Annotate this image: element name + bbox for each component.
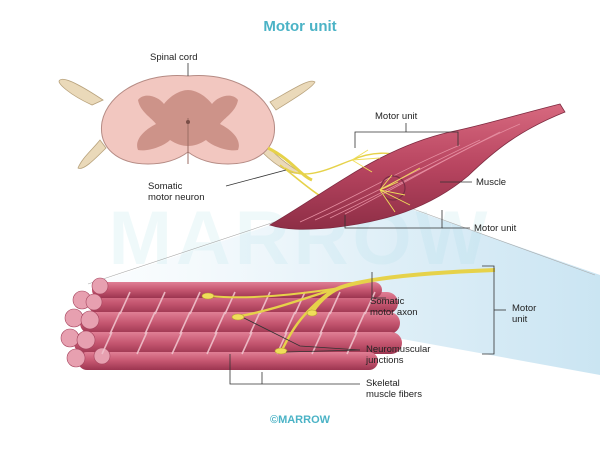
leader-skeletal-fibers xyxy=(229,354,360,385)
leader-neuromuscular-junctions xyxy=(243,317,361,351)
fiber-ends xyxy=(60,277,111,368)
label-somatic-motor-neuron: Somatic motor neuron xyxy=(148,181,205,203)
fiber-stripes xyxy=(101,291,376,355)
label-motor-unit-top: Motor unit xyxy=(375,111,418,122)
nerve-root-left xyxy=(58,78,104,106)
label-spinal-cord: Spinal cord xyxy=(150,52,198,63)
leader-somatic-motor-neuron xyxy=(225,169,287,187)
muscle-fascicle-1 xyxy=(299,144,461,223)
axon-branch-2 xyxy=(280,291,331,351)
central-canal xyxy=(186,120,190,124)
muscle-whole xyxy=(269,103,566,230)
copyright-marrow: ©MARROW xyxy=(269,414,331,426)
spinal-nerve xyxy=(267,146,313,182)
nerve-root-left-lower xyxy=(77,139,107,169)
neuromuscular-junction xyxy=(201,292,215,300)
nerve-root-right xyxy=(269,80,316,111)
label-muscle: Muscle xyxy=(476,177,507,188)
label-somatic-motor-axon: Somatic motor axon xyxy=(370,296,418,318)
muscle-fascicle-3 xyxy=(329,131,501,219)
neuromuscular-junction xyxy=(231,313,245,321)
leader-neuromuscular-junctions-2 xyxy=(285,349,361,353)
muscle-fascicle-4 xyxy=(344,123,521,215)
axon-branches xyxy=(351,149,421,213)
axon-branch-3 xyxy=(209,287,341,299)
motor-unit-highlight xyxy=(380,175,406,201)
label-motor-unit-right: Motor unit xyxy=(474,223,517,234)
bracket-motor-unit-top xyxy=(354,131,459,148)
muscle-belly xyxy=(269,103,566,230)
label-neuromuscular-junctions: Neuromuscular junctions xyxy=(366,344,431,366)
neuromuscular-junction xyxy=(306,309,318,317)
fiber-bundle xyxy=(60,277,402,370)
callout-cone xyxy=(95,184,600,375)
label-motor-unit-bracket: Motor unit xyxy=(512,303,537,325)
muscle-fiber xyxy=(78,352,378,370)
muscle-fiber xyxy=(80,312,400,334)
callout-line-right xyxy=(404,205,596,276)
spinal-cord xyxy=(58,74,316,174)
diagram-title: Motor unit xyxy=(263,18,337,35)
label-skeletal-muscle-fibers: Skeletal muscle fibers xyxy=(366,378,422,400)
neuromuscular-junction xyxy=(274,347,288,355)
bracket-motor-unit-lower xyxy=(344,210,443,229)
